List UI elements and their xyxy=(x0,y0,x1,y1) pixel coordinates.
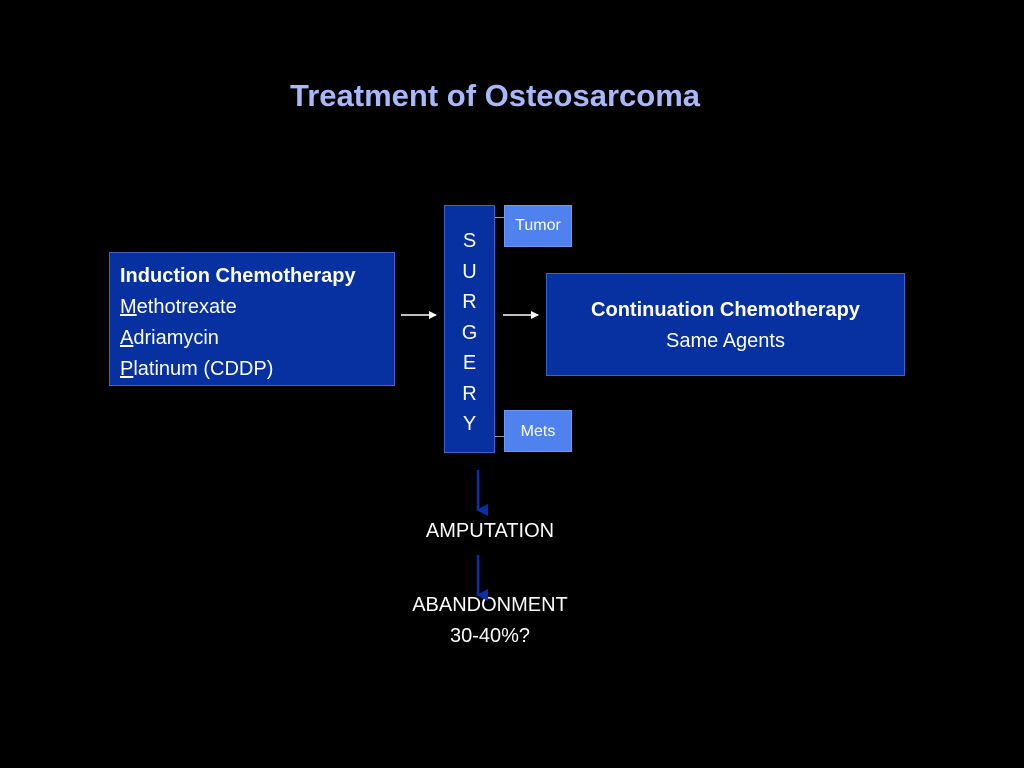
tumor-box: Tumor xyxy=(504,205,572,247)
surgery-letter: Y xyxy=(462,413,477,435)
surgery-letter: R xyxy=(462,382,477,405)
surgery-box: S U R G E R Y xyxy=(444,205,495,453)
abandonment-rate: 30-40%? xyxy=(449,625,531,647)
surgery-letter: R xyxy=(462,291,477,313)
drug-name-rest: driamycin xyxy=(133,327,219,349)
induction-heading: Induction Chemotherapy xyxy=(120,265,356,287)
drug-name-rest: latinum (CDDP) xyxy=(133,358,274,380)
drug-item-methotrexate: Methotrexate xyxy=(120,292,384,323)
surgery-letter: U xyxy=(462,260,477,283)
surgery-letter: S xyxy=(462,230,477,252)
mets-box: Mets xyxy=(504,410,572,452)
mets-connector xyxy=(495,436,504,437)
continuation-heading: Continuation Chemotherapy xyxy=(591,299,860,321)
drug-initial: A xyxy=(120,327,134,349)
abandonment-text: ABANDONMENT xyxy=(412,594,568,616)
slide-title: Treatment of Osteosarcoma xyxy=(289,78,701,113)
drug-initial: P xyxy=(120,358,134,380)
abandonment-label: ABANDONMENT 30-40%? xyxy=(380,590,600,652)
drug-initial: M xyxy=(120,296,137,318)
continuation-chemotherapy-box: Continuation Chemotherapy Same Agents xyxy=(546,273,905,376)
induction-chemotherapy-box: Induction Chemotherapy Methotrexate Adri… xyxy=(109,252,395,386)
drug-item-platinum: Platinum (CDDP) xyxy=(120,354,384,385)
surgery-letter: G xyxy=(461,321,478,344)
tumor-connector xyxy=(495,217,504,218)
drug-item-adriamycin: Adriamycin xyxy=(120,323,384,354)
surgery-letter: E xyxy=(462,352,477,374)
drug-name-rest: ethotrexate xyxy=(136,296,237,318)
continuation-subtext: Same Agents xyxy=(666,330,785,352)
amputation-label: AMPUTATION xyxy=(425,520,555,542)
